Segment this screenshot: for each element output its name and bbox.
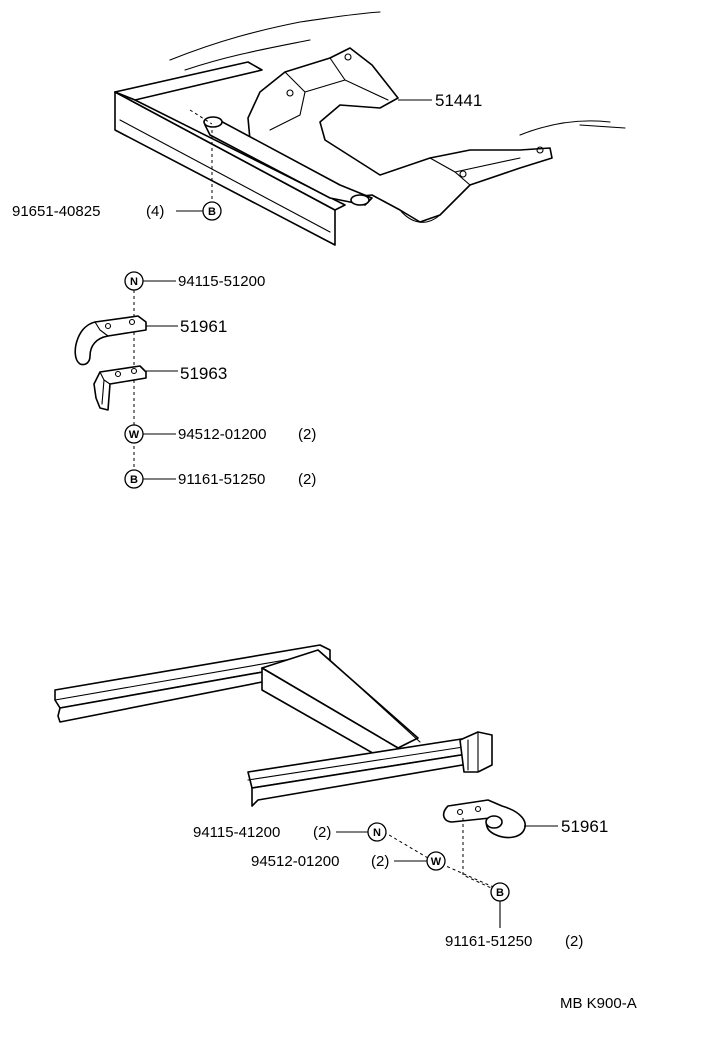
callout-94512-01200-b-qty: (2) [371, 853, 389, 870]
frame-rail-top [114, 11, 626, 246]
frame-rear-part [54, 644, 493, 807]
callout-91161-51250-b-qty: (2) [565, 933, 583, 950]
washer-symbol-b-letter: W [431, 856, 442, 868]
callout-91161-51250-b: 91161-51250 [445, 933, 532, 950]
callout-94512-01200-b: 94512-01200 [251, 853, 339, 870]
callout-94512-01200-a: 94512-01200 [178, 426, 266, 443]
washer-symbol-a-letter: W [129, 429, 140, 441]
tow-hook-51961-part [74, 315, 147, 366]
callout-51441: 51441 [435, 91, 482, 110]
callout-94115-51200: 94115-51200 [178, 273, 265, 290]
crossmember-51441-part [203, 47, 553, 223]
bracket-51963-part [93, 365, 147, 411]
callout-91651-40825-qty: (4) [146, 203, 164, 220]
bolt-symbol-top-letter: B [208, 206, 216, 218]
callout-94512-01200-a-qty: (2) [298, 426, 316, 443]
bolt-symbol-a-letter: B [130, 474, 138, 486]
leader-dash-bolt-top-2 [189, 109, 213, 125]
callout-91161-51250-a: 91161-51250 [178, 471, 265, 488]
callout-91161-51250-a-qty: (2) [298, 471, 316, 488]
tow-hook-51961-b-part [442, 799, 526, 839]
leader-dash-bottom-2 [383, 831, 501, 891]
bolt-symbol-b-letter: B [496, 887, 504, 899]
leader-dash-bottom [462, 818, 501, 893]
bolt-symbol-top [202, 201, 222, 221]
callout-51961-b: 51961 [561, 817, 608, 836]
callout-51961-a: 51961 [180, 317, 227, 336]
nut-symbol-a-letter: N [130, 276, 138, 288]
callout-91651-40825: 91651-40825 [12, 203, 100, 220]
callout-51963: 51963 [180, 364, 227, 383]
drawing-code: MB K900-A [560, 995, 637, 1012]
nut-symbol-b-letter: N [373, 827, 381, 839]
callout-94115-41200: 94115-41200 [193, 824, 280, 841]
callout-94115-41200-qty: (2) [313, 824, 331, 841]
